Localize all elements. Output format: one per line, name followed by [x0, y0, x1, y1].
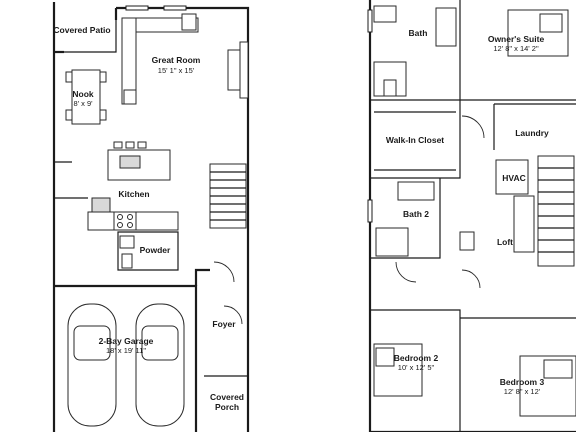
great-room-dims: 15' 1" x 15': [158, 66, 195, 75]
bedroom2-bed: [373, 343, 423, 397]
powder-walls: [117, 231, 179, 271]
covered-patio-label: Covered Patio: [53, 25, 110, 35]
bath-toilet: [383, 79, 397, 97]
bedroom3-label: Bedroom 3: [500, 377, 545, 387]
bath2-label: Bath 2: [403, 209, 429, 219]
great-room-label: Great Room: [152, 55, 201, 65]
bath-tub: [373, 5, 397, 23]
refrigerator: [91, 197, 111, 213]
kitchen-sink: [119, 155, 141, 169]
stairs-second: [537, 155, 575, 267]
loft-label: Loft: [497, 237, 513, 247]
stairs-first: [209, 163, 247, 229]
owners-suite-dims: 12' 8" x 14' 2": [493, 44, 539, 53]
hvac-closet: [495, 159, 529, 195]
suite-bed: [507, 9, 569, 57]
powder-sink: [119, 235, 135, 249]
laundry-label: Laundry: [515, 128, 549, 138]
bath2-tub: [375, 227, 409, 257]
patio-outline: [53, 2, 117, 53]
window: [125, 5, 149, 11]
kitchen-label: Kitchen: [118, 189, 149, 199]
covered-porch-label-line1: Covered: [210, 392, 244, 402]
sofa: [121, 13, 199, 105]
window: [163, 5, 187, 11]
bath-label: Bath: [409, 28, 428, 38]
nook-label: Nook: [72, 89, 94, 99]
garage-dims: 18' x 19' 11": [106, 346, 146, 355]
walk-in-closet-label: Walk-In Closet: [386, 135, 444, 145]
car-right: [135, 303, 185, 427]
bedroom3-bed: [519, 355, 576, 417]
porch-outline: [204, 375, 249, 432]
bath2-vanity: [397, 181, 435, 201]
second-floor: [367, 0, 576, 432]
window: [367, 199, 373, 223]
covered-porch-label-line2: Porch: [215, 402, 239, 412]
stove: [113, 211, 137, 231]
bath2-toilet: [459, 231, 475, 251]
bedroom2-dims: 10' x 12' 5": [398, 363, 435, 372]
garage-label: 2-Bay Garage: [99, 336, 154, 346]
owners-suite-label: Owner's Suite: [488, 34, 545, 44]
room-labels: Covered Patio Great Room 15' 1" x 15' No…: [53, 25, 549, 412]
bedroom2-label: Bedroom 2: [394, 353, 439, 363]
bedroom2-walls: [370, 309, 461, 432]
laundry-walls: [493, 103, 576, 150]
nook-dims: 8' x 9': [73, 99, 93, 108]
first-floor: [52, 2, 250, 432]
media-cabinet: [239, 41, 249, 99]
powder-label: Powder: [140, 245, 171, 255]
window: [367, 9, 373, 33]
loft-chair: [513, 195, 535, 253]
foyer-label: Foyer: [212, 319, 236, 329]
closet-walls: [369, 100, 461, 179]
powder-toilet: [121, 253, 133, 269]
bedroom3-dims: 12' 8" x 12': [504, 387, 541, 396]
car-left: [67, 303, 117, 427]
stools: [113, 141, 147, 149]
nook-table: [65, 69, 107, 125]
bath-vanity: [435, 7, 457, 47]
hvac-label: HVAC: [502, 173, 525, 183]
